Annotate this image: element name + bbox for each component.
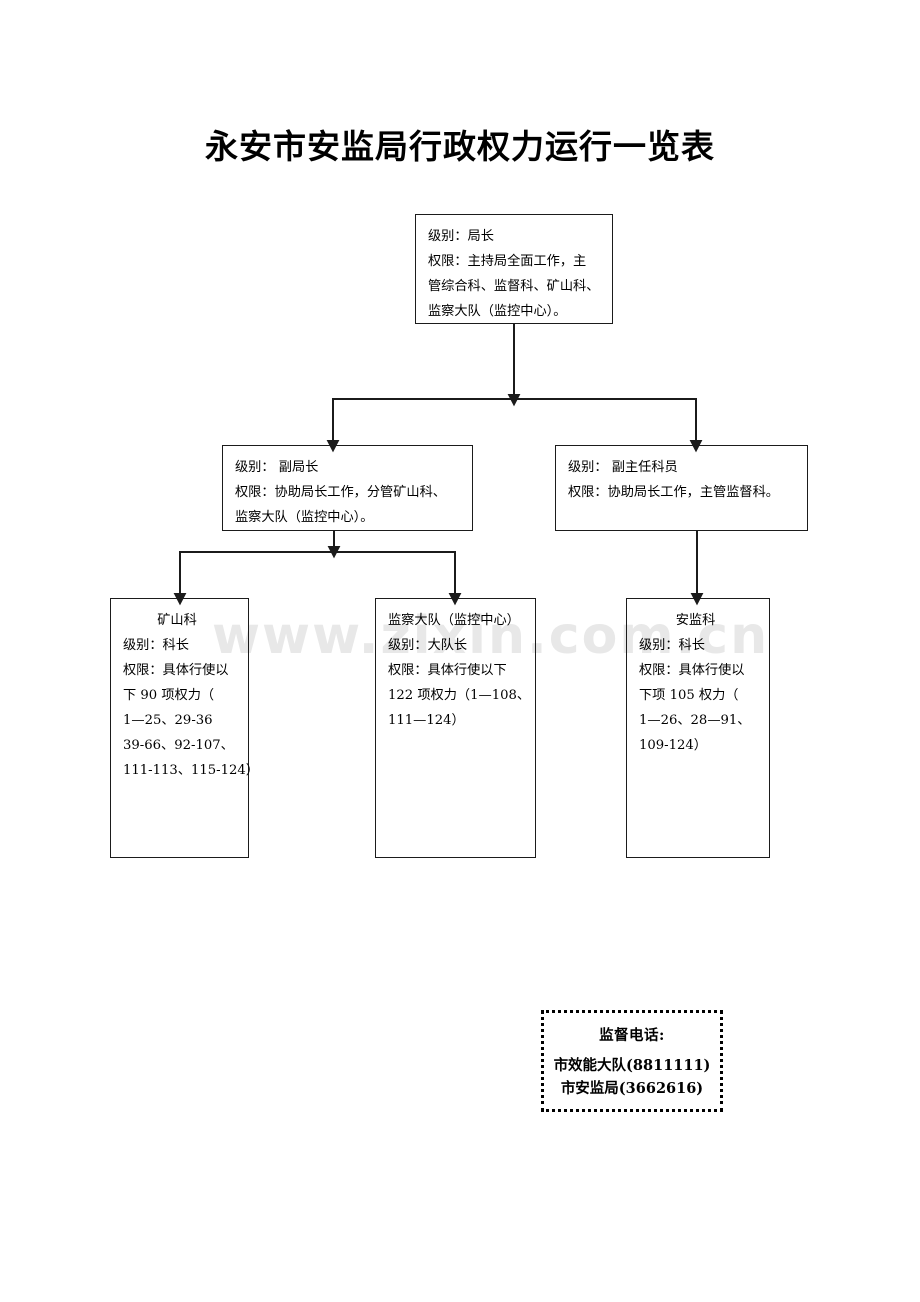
- node-deputy-clerk-line-1: 权限：协助局长工作，主管监督科。: [568, 485, 779, 500]
- supervision-hotline-box: 监督电话: 市效能大队(8811111) 市安监局(3662616): [541, 1010, 723, 1112]
- node-director-line-2: 管综合科、监督科、矿山科、: [428, 279, 600, 294]
- node-supervision-team-line-1: 权限：具体行使以下: [388, 663, 507, 678]
- node-deputy-clerk-line-0: 级别： 副主任科员: [568, 460, 678, 475]
- node-safety-section-line-4: 109-124）: [639, 738, 707, 753]
- node-safety-section-line-1: 权限：具体行使以: [639, 663, 745, 678]
- node-supervision-team[interactable]: 监察大队（监控中心） 级别：大队长 权限：具体行使以下 122 项权力（1—10…: [375, 598, 536, 858]
- node-mine-section[interactable]: 矿山科 级别：科长 权限：具体行使以 下 90 项权力（ 1—25、29-36 …: [110, 598, 259, 858]
- node-director-line-3: 监察大队（监控中心）。: [428, 304, 567, 319]
- node-supervision-team-heading: 监察大队（监控中心）: [388, 613, 520, 628]
- node-supervision-team-line-2: 122 项权力（1—108、: [388, 688, 531, 703]
- node-mine-section-heading: 矿山科: [157, 613, 197, 628]
- node-deputy-director-line-0: 级别： 副局长: [235, 460, 319, 475]
- node-director-line-0: 级别：局长: [428, 229, 494, 244]
- hotline-safety-bureau: 市安监局(3662616): [560, 1080, 704, 1097]
- node-mine-section-line-5: 111-113、115-124）: [123, 763, 259, 778]
- node-safety-section-line-3: 1—26、28—91、: [639, 713, 751, 728]
- hotline-title: 监督电话:: [599, 1027, 665, 1044]
- node-director[interactable]: 级别：局长 权限：主持局全面工作，主 管综合科、监督科、矿山科、 监察大队（监控…: [415, 214, 613, 324]
- node-safety-section-line-2: 下项 105 权力（: [639, 688, 739, 703]
- node-deputy-director-line-1: 权限：协助局长工作，分管矿山科、: [235, 485, 446, 500]
- node-mine-section-line-2: 下 90 项权力（: [123, 688, 215, 703]
- node-supervision-team-line-3: 111—124）: [388, 713, 465, 728]
- node-mine-section-line-0: 级别：科长: [123, 638, 189, 653]
- node-deputy-clerk[interactable]: 级别： 副主任科员 权限：协助局长工作，主管监督科。: [555, 445, 808, 531]
- hotline-efficiency-team: 市效能大队(8811111): [553, 1057, 711, 1074]
- page-title: 永安市安监局行政权力运行一览表: [205, 127, 715, 166]
- node-director-line-1: 权限：主持局全面工作，主: [428, 254, 587, 269]
- node-safety-section-line-0: 级别：科长: [639, 638, 705, 653]
- node-mine-section-line-1: 权限：具体行使以: [123, 663, 229, 678]
- node-safety-section-heading: 安监科: [675, 613, 716, 628]
- node-mine-section-line-4: 39-66、92-107、: [123, 738, 234, 753]
- node-safety-section[interactable]: 安监科 级别：科长 权限：具体行使以 下项 105 权力（ 1—26、28—91…: [626, 598, 770, 858]
- node-supervision-team-line-0: 级别：大队长: [388, 638, 468, 653]
- node-deputy-director[interactable]: 级别： 副局长 权限：协助局长工作，分管矿山科、 监察大队（监控中心）。: [222, 445, 473, 531]
- node-deputy-director-line-2: 监察大队（监控中心）。: [235, 510, 374, 525]
- node-mine-section-line-3: 1—25、29-36: [123, 713, 213, 728]
